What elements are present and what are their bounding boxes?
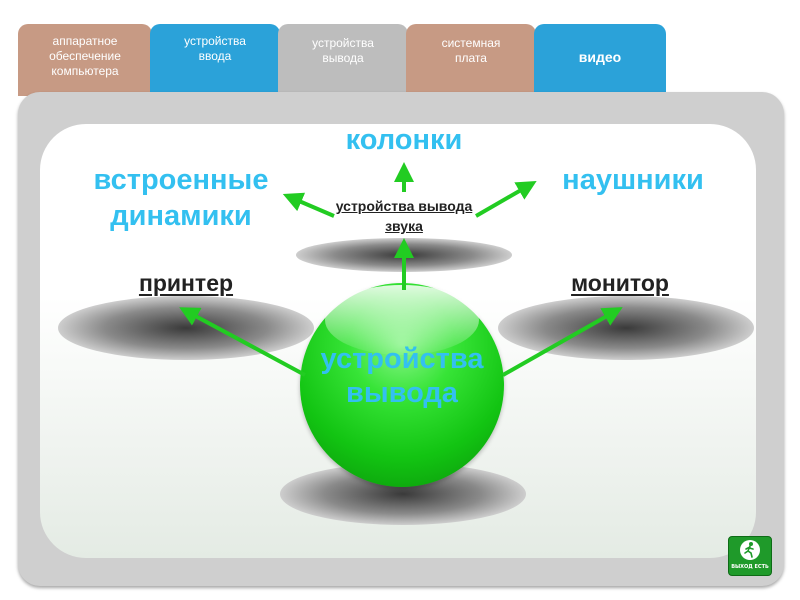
tab-video-label: видео (578, 49, 622, 65)
node-printer: принтер (138, 270, 234, 296)
printer-shadow (58, 296, 314, 360)
running-man-icon (740, 540, 760, 560)
tab-motherboard[interactable]: системная плата (406, 24, 536, 96)
tab-video[interactable]: видео (534, 24, 666, 96)
arrow-to-printer (179, 307, 306, 377)
tab-hardware-label: аппаратное обеспечение компьютера (49, 34, 121, 78)
sound-hub-label: устройства вывода звука (330, 196, 478, 236)
node-builtin-speakers: встроенные динамики (76, 162, 286, 234)
tab-output-devices-label: устройства вывода (312, 36, 374, 65)
arrow-to-headphones (475, 181, 537, 218)
tab-output-devices[interactable]: устройства вывода (278, 24, 408, 96)
tab-hardware[interactable]: аппаратное обеспечение компьютера (18, 24, 152, 96)
node-monitor: монитор (571, 270, 669, 296)
exit-button-label: ВЫХОД ЕСТЬ (731, 564, 769, 570)
monitor-shadow (498, 296, 754, 360)
tab-motherboard-label: системная плата (441, 36, 501, 65)
tab-input-devices[interactable]: устройства ввода (150, 24, 280, 96)
exit-button[interactable]: ВЫХОД ЕСТЬ (728, 536, 772, 576)
node-headphones: наушники (562, 164, 704, 196)
arrow-to-builtin-speakers (282, 192, 335, 218)
arrow-to-monitor (502, 307, 623, 377)
tab-input-devices-label: устройства ввода (184, 34, 246, 63)
sphere-gloss (325, 285, 479, 355)
node-speakers: колонки (345, 124, 463, 156)
node-builtin-speakers-label: встроенные динамики (93, 164, 269, 232)
sound-hub-text: устройства вывода звука (335, 198, 473, 234)
center-label-text: устройства вывода (320, 343, 484, 409)
center-label: устройства вывода (306, 342, 498, 410)
